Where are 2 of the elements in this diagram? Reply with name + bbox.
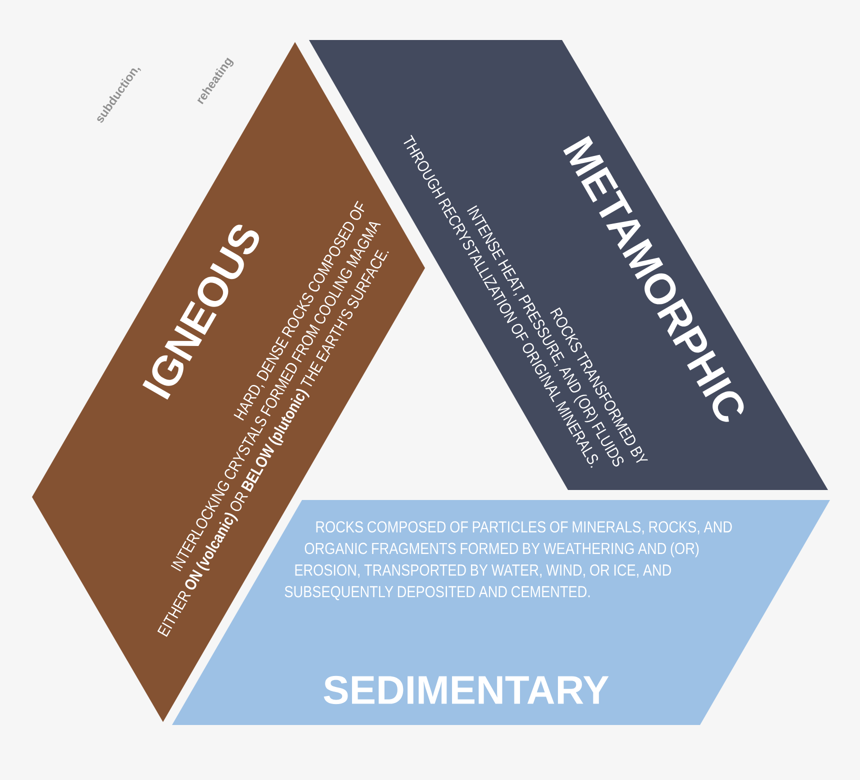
category-title: SEDIMENTARY [324, 676, 609, 704]
description-text: ROCKS COMPOSED OF PARTICLES OF MINERALS, ROCKS, AND ORGANIC FRAGMENTS FORMED BY WEATHERING AND (OR) EROSION, TRANSPORTED BY WATER, WIND, OR ICE, AND SUBSEQUENTLY DEPOSITED AND CEMENTED. [284, 521, 732, 600]
